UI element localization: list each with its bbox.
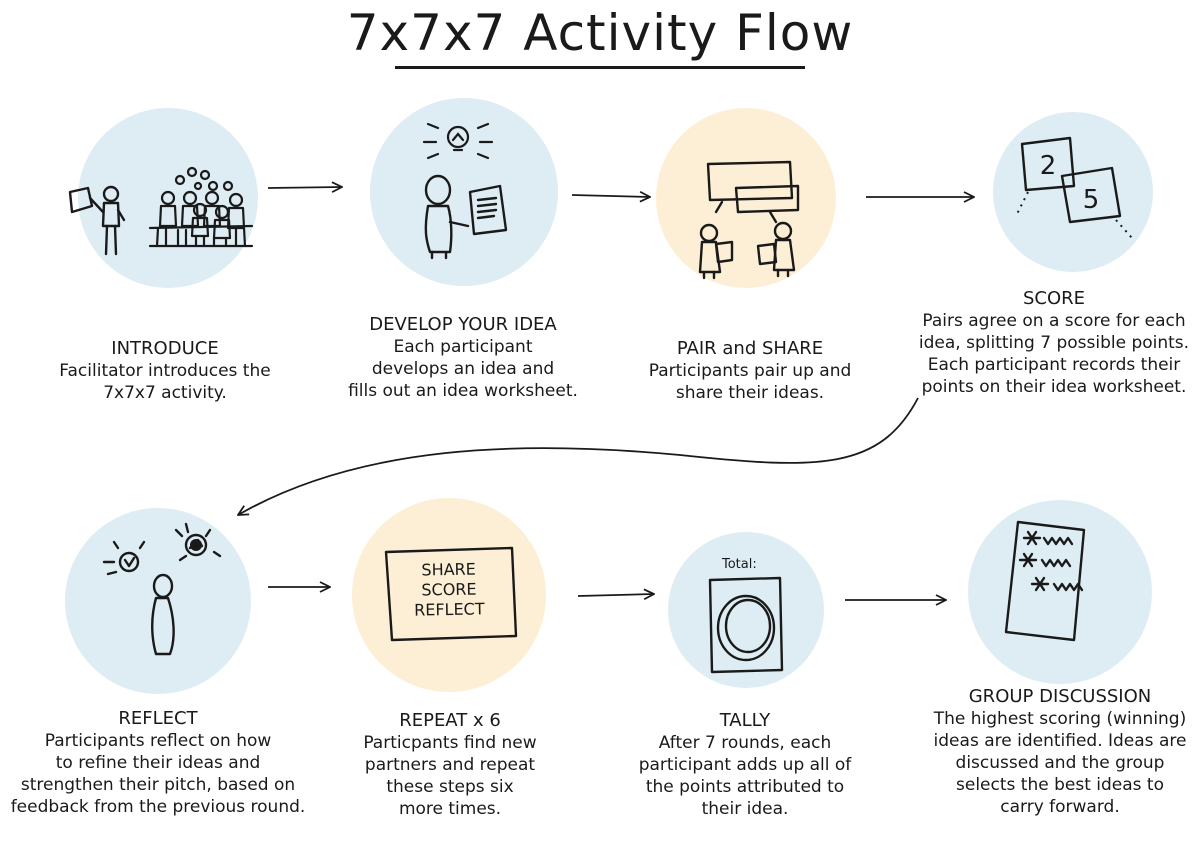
tally-total-label: Total: bbox=[722, 557, 757, 572]
desc-line: partners and repeat bbox=[364, 755, 536, 775]
desc-line: ideas are identified. Ideas are bbox=[933, 731, 1187, 751]
desc-line: discussed and the group bbox=[955, 753, 1165, 773]
desc-line: develops an idea and bbox=[371, 359, 555, 379]
desc-line: Participants reflect on how bbox=[44, 731, 272, 751]
desc-line: Pairs agree on a score for each bbox=[922, 311, 1186, 331]
desc-line: Particpants find new bbox=[363, 733, 537, 753]
step-description: Pairs agree on a score for each idea, sp… bbox=[914, 310, 1194, 398]
step-description: Particpants find new partners and repeat… bbox=[340, 732, 560, 820]
desc-line: their idea. bbox=[701, 799, 789, 819]
person-with-worksheet-illustration bbox=[424, 174, 508, 260]
score-card-a: 2 bbox=[1040, 151, 1057, 181]
page-title: 7x7x7 Activity Flow bbox=[346, 4, 854, 62]
desc-line: carry forward. bbox=[1000, 797, 1120, 817]
pair-share-illustration bbox=[698, 160, 800, 280]
ranked-list-illustration bbox=[1004, 520, 1086, 642]
desc-line: The highest scoring (winning) bbox=[933, 709, 1187, 729]
step-heading: DEVELOP YOUR IDEA bbox=[369, 314, 557, 335]
step-pair: PAIR and SHARE Participants pair up and … bbox=[625, 338, 875, 404]
desc-line: more times. bbox=[398, 799, 502, 819]
repeat-card-text: SHARE SCORE REFLECT bbox=[401, 559, 496, 621]
step-heading: REPEAT x 6 bbox=[399, 710, 501, 731]
desc-line: Each participant records their bbox=[927, 355, 1181, 375]
card-line-reflect: REFLECT bbox=[413, 599, 485, 620]
card-line-share: SHARE bbox=[421, 559, 476, 580]
desc-line: Participants pair up and bbox=[648, 361, 852, 381]
step-description: Facilitator introduces the 7x7x7 activit… bbox=[40, 360, 290, 404]
reflect-illustration bbox=[102, 522, 222, 656]
step-develop: DEVELOP YOUR IDEA Each participant devel… bbox=[338, 314, 588, 402]
step-description: Each participant develops an idea and fi… bbox=[338, 336, 588, 402]
step-repeat: REPEAT x 6 Particpants find new partners… bbox=[340, 710, 560, 820]
desc-line: share their ideas. bbox=[675, 383, 825, 403]
score-card-dots bbox=[1015, 191, 1133, 239]
score-card-b: 5 bbox=[1083, 185, 1100, 215]
desc-line: selects the best ideas to bbox=[956, 775, 1164, 795]
desc-line: Each participant bbox=[393, 337, 533, 357]
desc-line: these steps six bbox=[386, 777, 514, 797]
introduce-circle bbox=[78, 108, 258, 288]
desc-line: participant adds up all of bbox=[638, 755, 852, 775]
score-circle bbox=[993, 112, 1153, 272]
step-heading: PAIR and SHARE bbox=[676, 338, 824, 359]
desc-line: feedback from the previous round. bbox=[10, 797, 306, 817]
tally-circle bbox=[668, 532, 824, 688]
step-heading: TALLY bbox=[719, 710, 771, 731]
desc-line: Facilitator introduces the bbox=[59, 361, 271, 381]
step-score: SCORE Pairs agree on a score for each id… bbox=[914, 288, 1194, 398]
step-description: The highest scoring (winning) ideas are … bbox=[924, 708, 1196, 818]
arrow-develop-pair bbox=[571, 195, 650, 197]
step-description: After 7 rounds, each participant adds up… bbox=[620, 732, 870, 820]
step-reflect: REFLECT Participants reflect on how to r… bbox=[10, 708, 306, 818]
arrow-introduce-develop bbox=[267, 187, 342, 188]
arrow-score-reflect bbox=[238, 397, 919, 515]
step-description: Participants reflect on how to refine th… bbox=[10, 730, 306, 818]
step-heading: INTRODUCE bbox=[111, 338, 219, 359]
desc-line: 7x7x7 activity. bbox=[103, 383, 227, 403]
step-heading: GROUP DISCUSSION bbox=[968, 686, 1152, 707]
step-introduce: INTRODUCE Facilitator introduces the 7x7… bbox=[40, 338, 290, 404]
audience-illustration bbox=[148, 166, 254, 248]
desc-line: idea, splitting 7 possible points. bbox=[918, 333, 1190, 353]
reflect-bulb-fill bbox=[190, 539, 202, 551]
arrow-repeat-tally bbox=[577, 594, 654, 596]
desc-line: the points attributed to bbox=[645, 777, 845, 797]
lightbulb-icon bbox=[422, 122, 494, 160]
step-group-discussion: GROUP DISCUSSION The highest scoring (wi… bbox=[924, 686, 1196, 818]
desc-line: points on their idea worksheet. bbox=[921, 377, 1187, 397]
desc-line: After 7 rounds, each bbox=[658, 733, 832, 753]
repeat-card-illustration bbox=[384, 546, 518, 642]
group-circle bbox=[968, 500, 1152, 684]
desc-line: fills out an idea worksheet. bbox=[348, 381, 578, 401]
step-tally: TALLY After 7 rounds, each participant a… bbox=[620, 710, 870, 820]
title-underline bbox=[395, 66, 805, 69]
step-heading: SCORE bbox=[1022, 288, 1086, 309]
reflect-circle bbox=[65, 508, 251, 694]
tally-worksheet-illustration bbox=[708, 576, 784, 674]
card-line-score: SCORE bbox=[421, 579, 477, 600]
desc-line: strengthen their pitch, based on bbox=[20, 775, 296, 795]
desc-line: to refine their ideas and bbox=[55, 753, 261, 773]
facilitator-illustration bbox=[68, 185, 126, 256]
step-description: Participants pair up and share their ide… bbox=[625, 360, 875, 404]
step-heading: REFLECT bbox=[118, 708, 198, 729]
score-cards-illustration bbox=[1020, 136, 1122, 224]
